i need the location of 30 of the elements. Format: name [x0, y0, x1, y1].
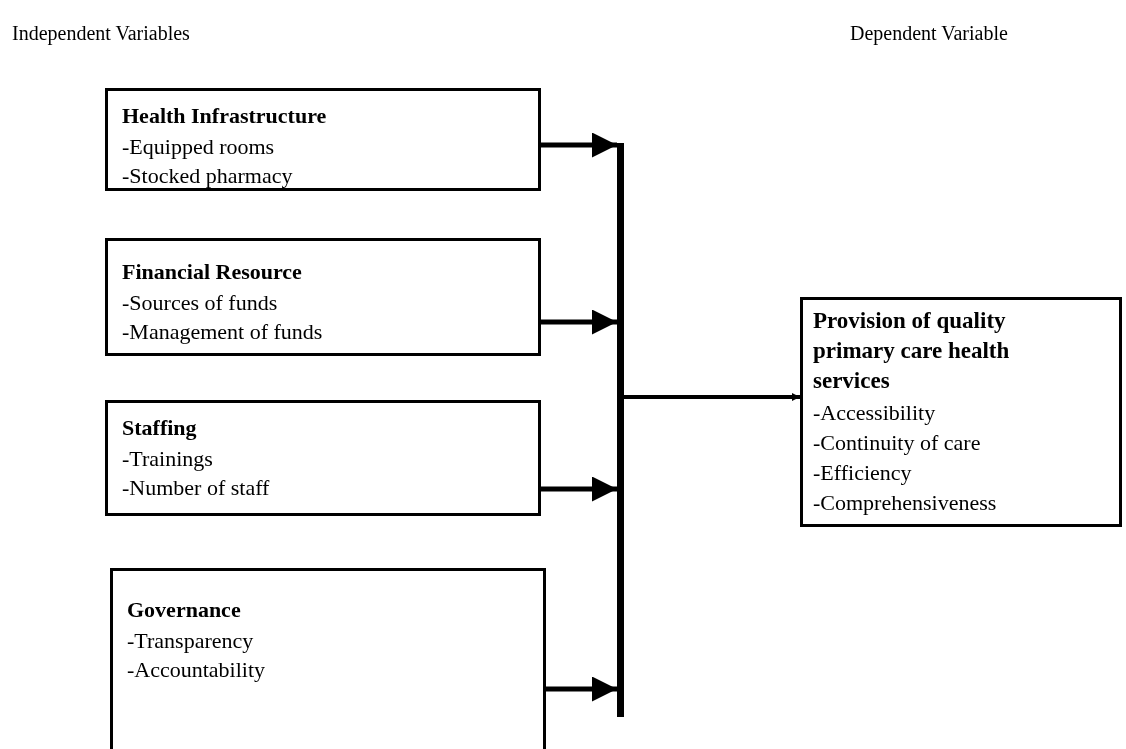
list-item: -Accessibility	[813, 399, 937, 427]
variable-box	[110, 568, 546, 749]
box-heading: Financial Resource	[122, 258, 303, 286]
arrow	[541, 476, 617, 502]
arrow	[624, 393, 800, 401]
vertical-bar	[617, 143, 624, 717]
list-item: -Stocked pharmacy	[122, 162, 294, 190]
list-item: -Trainings	[122, 445, 214, 473]
list-item: -Sources of funds	[122, 289, 279, 317]
list-item: -Number of staff	[122, 474, 271, 502]
arrow	[546, 676, 617, 702]
list-item: -Equipped rooms	[122, 133, 276, 161]
heading-label: Dependent Variable	[850, 22, 1008, 45]
heading-label: Independent Variables	[12, 22, 190, 45]
list-item: -Comprehensiveness	[813, 489, 998, 517]
box-heading: Governance	[127, 596, 242, 624]
box-heading: Provision of quality primary care health services	[813, 307, 1011, 395]
box-heading: Health Infrastructure	[122, 102, 328, 130]
variable-box	[105, 238, 541, 356]
variable-box	[800, 297, 1122, 527]
variable-box	[105, 400, 541, 516]
list-item: -Efficiency	[813, 459, 913, 487]
box-heading: Staffing	[122, 414, 198, 442]
list-item: -Accountability	[127, 656, 267, 684]
arrow	[541, 309, 617, 335]
variable-box	[105, 88, 541, 191]
arrow	[541, 132, 617, 158]
list-item: -Continuity of care	[813, 429, 982, 457]
list-item: -Transparency	[127, 627, 255, 655]
list-item: -Management of funds	[122, 318, 324, 346]
